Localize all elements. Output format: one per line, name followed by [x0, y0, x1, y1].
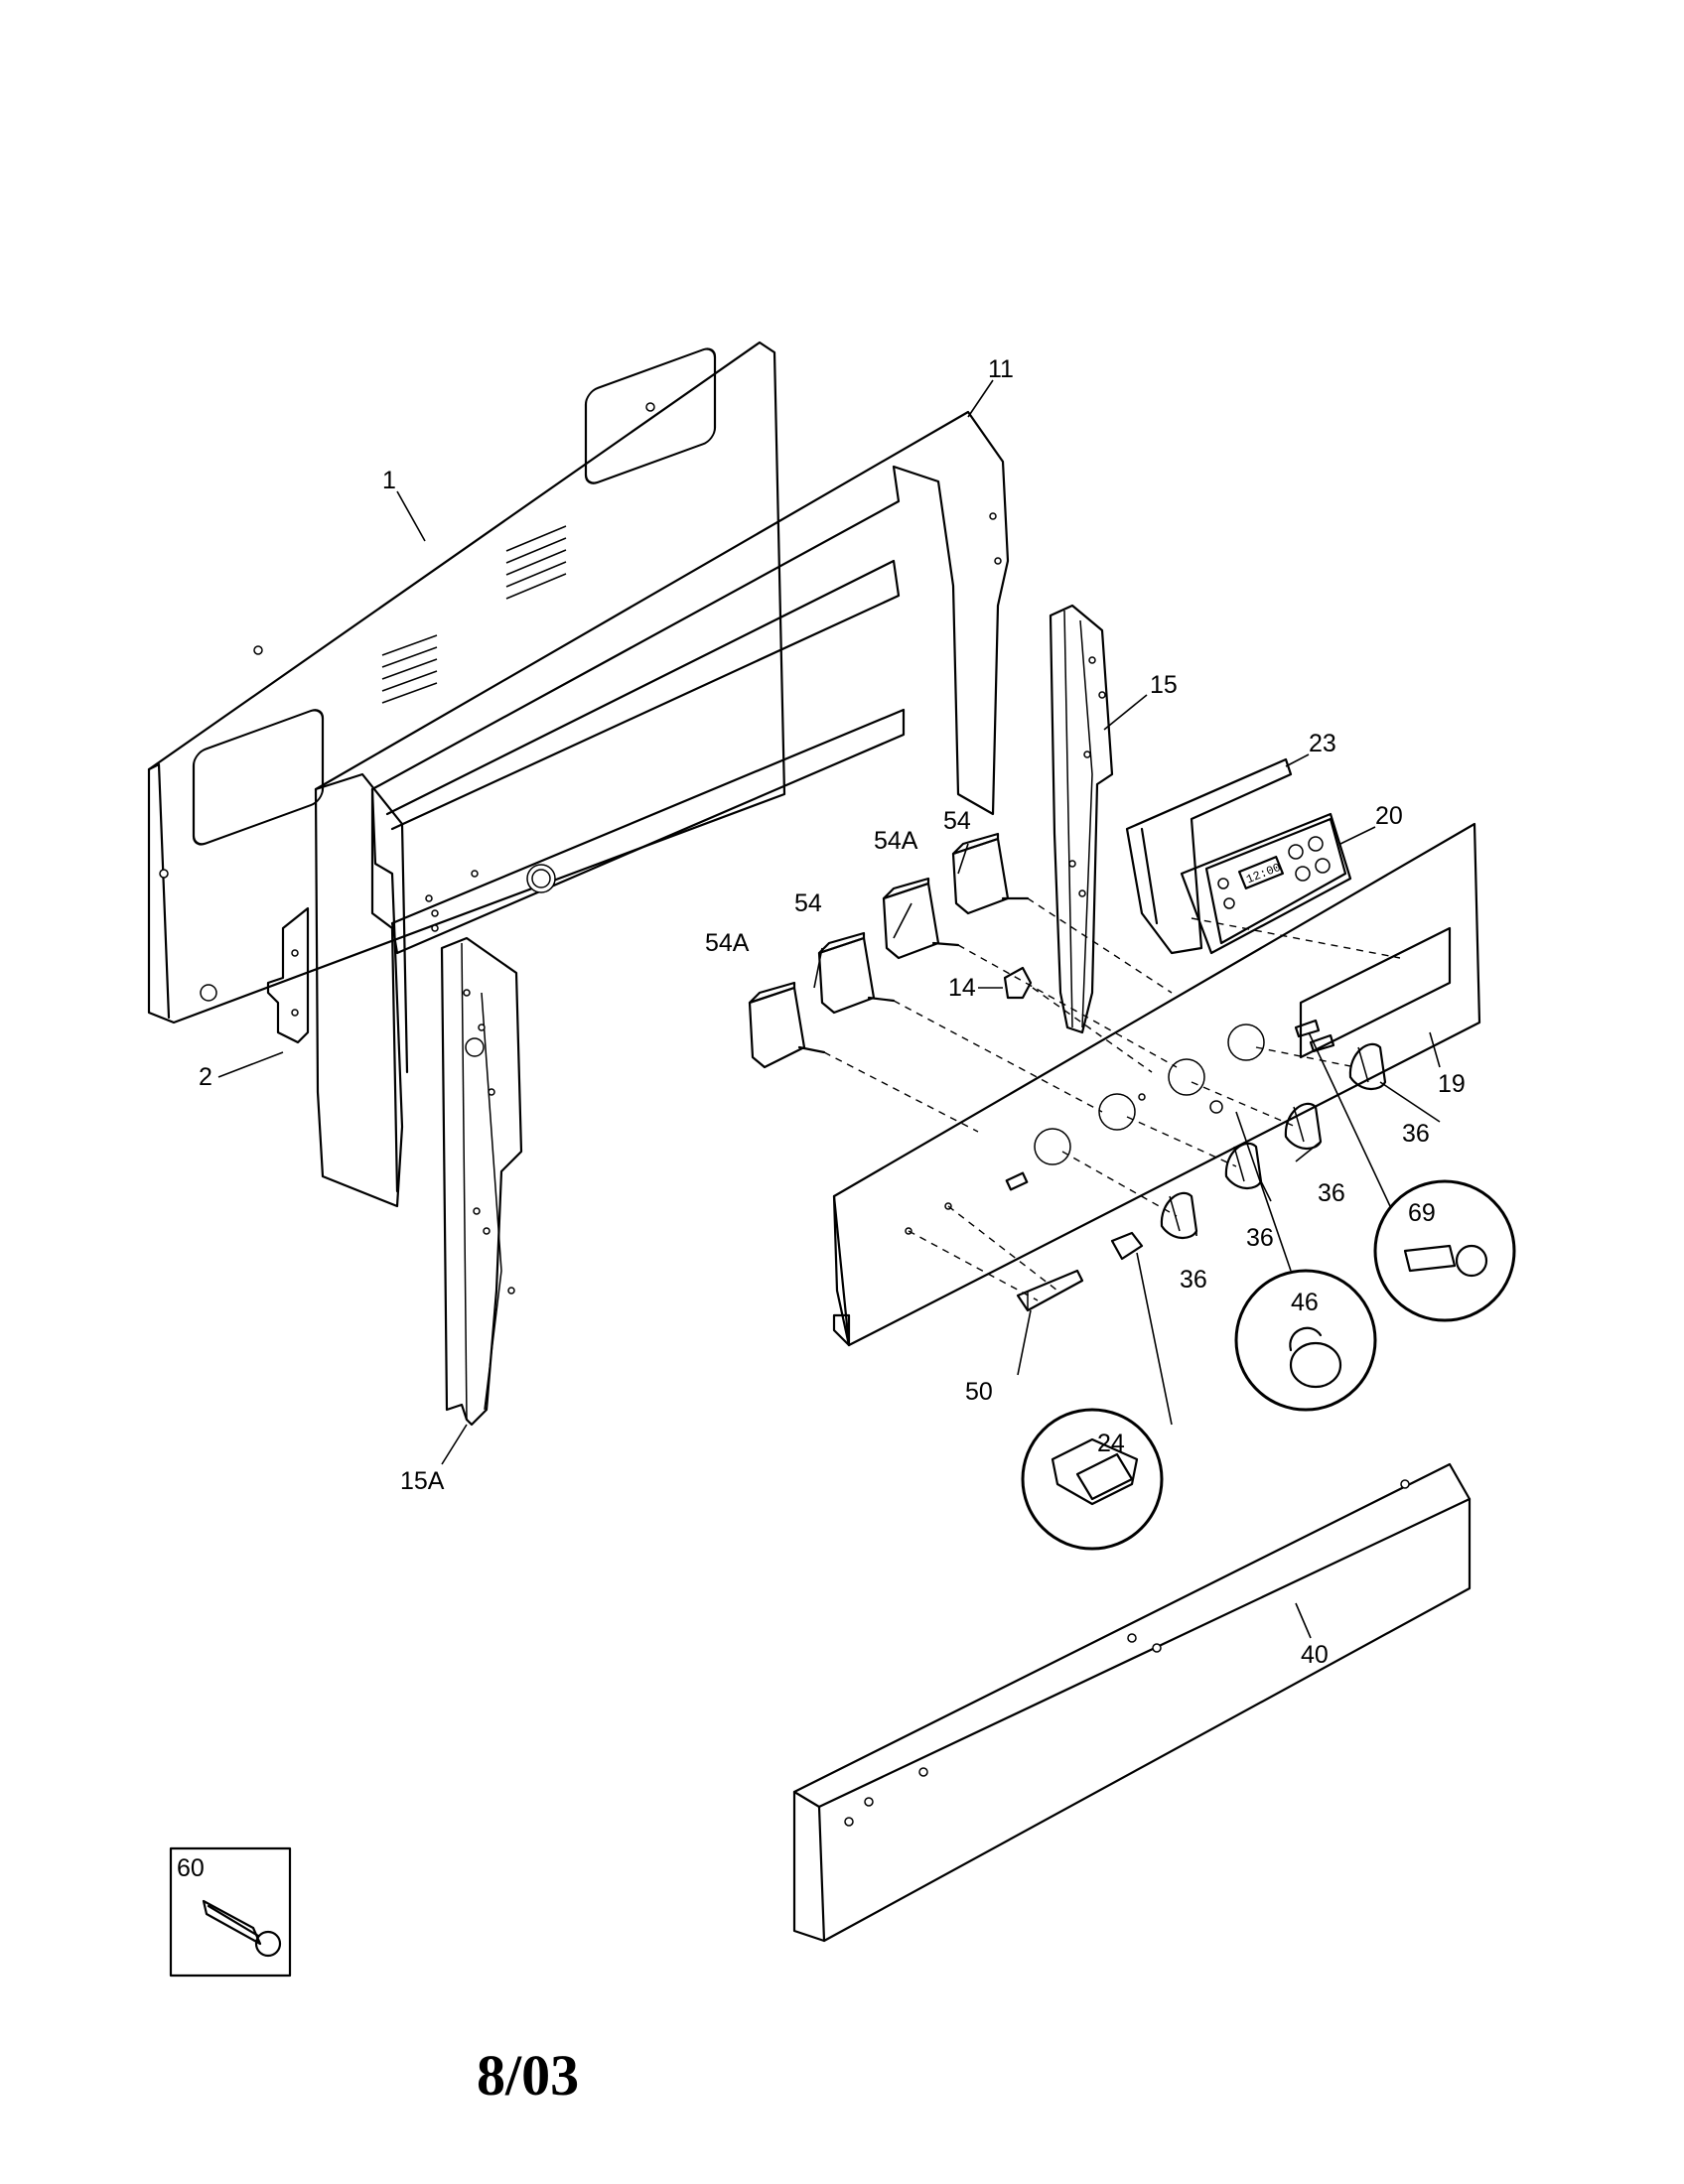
bracket-part-2 [266, 906, 310, 1044]
date-code: 8/03 [477, 2043, 579, 2108]
knob-36-4 [1348, 1042, 1387, 1090]
label-2: 2 [199, 1063, 212, 1091]
label-23: 23 [1309, 730, 1336, 757]
rocker-switch-part-24-small [1110, 1231, 1173, 1426]
label-11: 11 [988, 355, 1014, 383]
side-bracket-part-15A [440, 936, 523, 1427]
trim-panel-part-40 [792, 1462, 1472, 1943]
label-15A: 15A [400, 1467, 445, 1495]
part-labels: 1 11 2 15 15A 23 20 54A 54 54 54A 14 19 … [177, 355, 1466, 1882]
assembly-dash-lines [823, 897, 1401, 1301]
control-frame-part-11 [314, 410, 1010, 1208]
lens-part-50 [1016, 1269, 1084, 1312]
label-19: 19 [1438, 1070, 1466, 1098]
knob-36-2 [1224, 1142, 1263, 1189]
label-50: 50 [965, 1378, 993, 1406]
label-54-lower: 54 [794, 889, 822, 917]
label-36-a: 36 [1402, 1120, 1430, 1148]
panel-hardware [1209, 1019, 1335, 1114]
knob-36-1 [1160, 1191, 1198, 1239]
switch-54-lower [817, 931, 896, 1015]
control-panel-part-19 [832, 822, 1481, 1347]
label-46: 46 [1291, 1289, 1319, 1316]
label-20: 20 [1375, 802, 1403, 830]
knob-36-3 [1284, 1102, 1323, 1150]
switch-54-upper [951, 832, 1030, 915]
label-40: 40 [1301, 1641, 1329, 1669]
leader-lines [217, 379, 1441, 1639]
clock-control-part-20: 12:00 [1180, 812, 1352, 955]
label-54-upper: 54 [943, 807, 971, 835]
label-15: 15 [1150, 671, 1178, 699]
label-1: 1 [382, 467, 396, 494]
label-24: 24 [1097, 1430, 1125, 1457]
label-36-c: 36 [1246, 1224, 1274, 1252]
inset-box-part-60 [169, 1846, 292, 1978]
callout-69 [1308, 1031, 1516, 1322]
back-panel-part-1 [147, 341, 786, 1024]
label-36-b: 36 [1318, 1179, 1345, 1207]
callout-24 [1021, 1408, 1164, 1551]
indicator-light-part-14 [978, 966, 1033, 1000]
label-54A-lower: 54A [705, 929, 750, 957]
label-14: 14 [948, 974, 976, 1002]
bezel-part-23 [1125, 757, 1293, 955]
callout-46 [1234, 1111, 1377, 1412]
switch-54A-lower [748, 981, 826, 1069]
clock-display-text: 12:00 [1244, 861, 1283, 887]
side-bracket-part-15 [1049, 604, 1114, 1034]
label-69: 69 [1408, 1199, 1436, 1227]
label-60: 60 [177, 1854, 205, 1882]
label-54A-upper: 54A [874, 827, 918, 855]
switch-54A-upper [882, 877, 960, 960]
label-36-d: 36 [1180, 1266, 1207, 1294]
